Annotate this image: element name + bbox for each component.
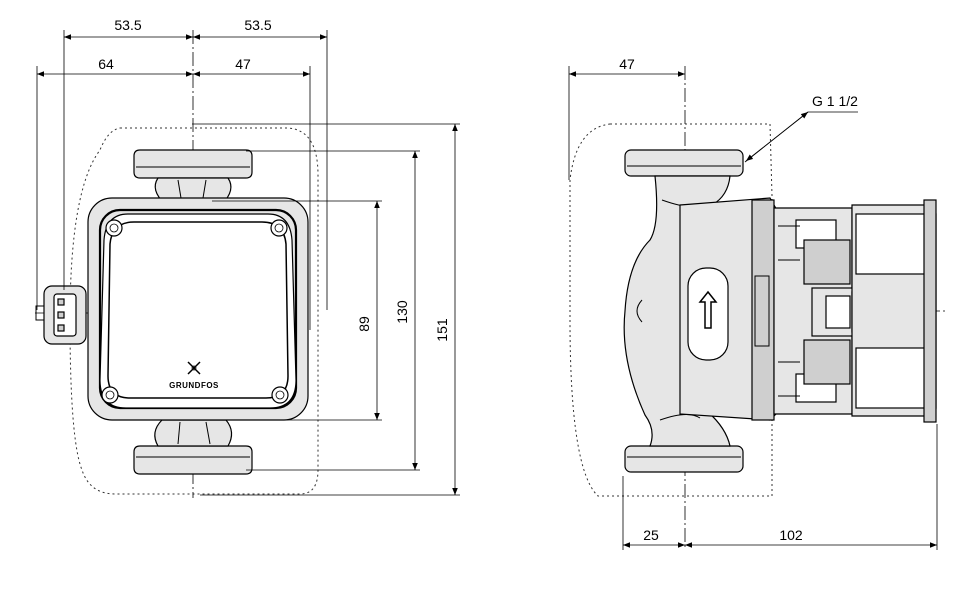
front-connector-pin-3 xyxy=(57,324,65,332)
side-top-flange xyxy=(624,149,744,177)
front-connector-pin-1 xyxy=(57,298,65,306)
side-pump-inlet-curve xyxy=(636,299,643,323)
front-view: GRUNDFOS 53.5 53.5 64 47 89 130 151 xyxy=(35,17,460,498)
front-connector-latch xyxy=(35,305,45,321)
dim-label-130: 130 xyxy=(394,300,410,324)
side-electronics-block-upper xyxy=(803,239,851,285)
front-screw-bottom-left-center xyxy=(105,390,115,400)
side-rear-cover-panel-top xyxy=(855,213,927,275)
side-bottom-flange xyxy=(624,445,744,473)
side-electronics-block-lower xyxy=(803,339,851,385)
dim-label-47-side: 47 xyxy=(619,56,635,72)
thread-label: G 1 1/2 xyxy=(812,93,858,109)
brand-label: GRUNDFOS xyxy=(169,381,219,390)
dim-label-151: 151 xyxy=(434,318,450,342)
side-connector-socket xyxy=(825,295,851,329)
front-screw-bottom-left xyxy=(101,386,119,404)
front-connector-pin-2 xyxy=(57,311,65,319)
dim-label-89: 89 xyxy=(356,316,372,332)
side-rear-cover-panel-bottom xyxy=(855,347,927,409)
front-screw-top-right xyxy=(270,219,288,237)
dim-label-25: 25 xyxy=(643,527,659,543)
front-screw-bottom-right-center xyxy=(275,390,285,400)
front-bottom-neck xyxy=(154,419,233,447)
front-top-flange xyxy=(133,149,253,179)
front-dimensions: 53.5 53.5 64 47 89 130 151 xyxy=(37,17,458,495)
dim-label-53-right: 53.5 xyxy=(244,17,271,33)
brand-logo-icon xyxy=(187,361,201,375)
dim-label-64: 64 xyxy=(98,56,114,72)
front-screw-top-left xyxy=(105,219,123,237)
side-flow-window xyxy=(687,267,729,361)
front-control-box-face xyxy=(99,213,297,409)
front-connector-socket xyxy=(53,293,77,337)
front-screw-top-right-center xyxy=(274,223,284,233)
front-bottom-neck-detail xyxy=(177,421,211,445)
dim-label-47-front: 47 xyxy=(235,56,251,72)
thread-leader-arrow xyxy=(745,111,809,162)
front-screw-top-left-center xyxy=(109,223,119,233)
dim-label-53-left: 53.5 xyxy=(114,17,141,33)
side-view: G 1 1/2 47 25 102 xyxy=(568,56,946,550)
side-envelope-outline xyxy=(569,123,773,497)
side-electronics-detail-lines xyxy=(778,225,800,397)
dim-label-102: 102 xyxy=(779,527,803,543)
flow-direction-arrow-icon xyxy=(698,290,718,329)
side-motor-flange-slot xyxy=(754,275,770,347)
side-rear-cap xyxy=(923,199,937,423)
front-screw-bottom-right xyxy=(271,386,289,404)
front-bottom-flange xyxy=(133,445,253,475)
side-dimensions: 47 25 102 xyxy=(569,56,937,548)
